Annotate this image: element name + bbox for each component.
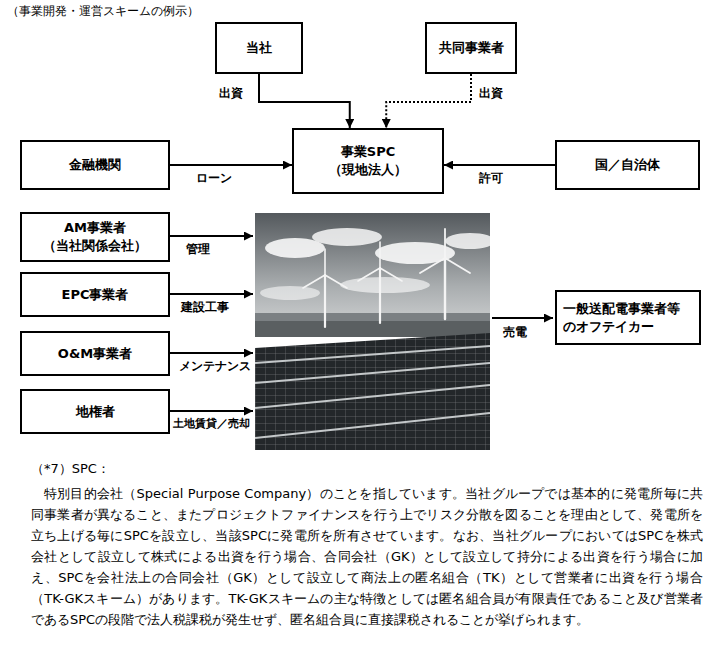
drawing-part (444, 229, 446, 258)
drawing-part (303, 229, 470, 327)
drawing-part (379, 242, 381, 268)
arrow-label: メンテナンス (178, 359, 252, 375)
drawing-part (492, 317, 553, 319)
entity-box: 事業SPC （現地法人） (292, 128, 444, 194)
footnote-body: 特別目的会社（Special Purpose Company）のことを指していま… (30, 483, 704, 630)
drawing-part (303, 275, 325, 288)
box-label: 地権者 (76, 403, 115, 421)
drawing-part (444, 258, 446, 319)
drawing-part (324, 249, 326, 275)
entity-box: 共同事業者 (425, 22, 517, 74)
drawing-part (170, 293, 253, 295)
drawing-part (255, 213, 490, 335)
drawing-part (255, 413, 490, 438)
flow-connector (444, 164, 555, 166)
drawing-part (255, 346, 490, 438)
entity-box: 金融機関 (20, 140, 170, 190)
edge-label: 許可 (478, 171, 504, 187)
entity-box: 地権者 (20, 389, 170, 434)
edge-label: ローン (195, 171, 233, 187)
box-label: AM事業者 （当社関係会社） (33, 219, 158, 254)
arrow-label: 管理 (185, 242, 211, 258)
box-label: O&M事業者 (58, 345, 132, 363)
drawing-part (375, 242, 455, 264)
entity-box: 国／自治体 (555, 140, 700, 190)
box-label: 共同事業者 (439, 39, 504, 57)
entity-box: O&M事業者 (20, 331, 170, 376)
edge-label: 出資 (478, 86, 504, 102)
edge-label: 出資 (218, 86, 244, 102)
entity-box: EPC事業者 (20, 272, 170, 317)
drawing-part (255, 363, 490, 383)
drawing-part (170, 235, 253, 237)
drawing-part (260, 286, 320, 300)
arrow-label: 土地賃貸／売却 (172, 417, 251, 431)
drawing-part (255, 321, 490, 337)
box-label: 当社 (246, 39, 272, 57)
box-label: 事業SPC （現地法人） (323, 143, 413, 178)
flow-connector (259, 74, 350, 128)
drawing-part (445, 233, 490, 249)
box-label: 国／自治体 (595, 156, 660, 174)
flow-connector (170, 164, 292, 166)
drawing-part (255, 346, 490, 363)
drawing-part (380, 268, 402, 281)
drawing-part (325, 275, 347, 288)
entity-box: 一般送配電事業者等 のオフテイカー (555, 290, 701, 345)
drawing-part (255, 333, 490, 450)
flow-connector (386, 74, 471, 128)
drawing-part (379, 268, 381, 323)
drawing-part (358, 268, 380, 281)
drawing-part (324, 275, 326, 327)
box-label: 金融機関 (69, 156, 121, 174)
drawing-part (170, 352, 253, 354)
drawing-part (312, 228, 382, 246)
footnote-heading: （*7）SPC： (30, 461, 111, 478)
power-plant-photo (255, 213, 490, 450)
drawing-part (445, 258, 470, 273)
drawing-part (170, 410, 253, 412)
drawing-part (255, 385, 490, 408)
arrow-label: 売電 (502, 325, 528, 341)
drawing-part (420, 258, 445, 273)
drawing-part (340, 277, 430, 293)
entity-box: 当社 (215, 22, 303, 74)
entity-box: AM事業者 （当社関係会社） (20, 212, 170, 262)
arrow-label: 建設工事 (180, 300, 230, 316)
box-label: 一般送配電事業者等 のオフテイカー (563, 300, 693, 335)
diagram-title: （事業開発・運営スキームの例示） (6, 4, 200, 20)
box-label: EPC事業者 (62, 286, 129, 304)
